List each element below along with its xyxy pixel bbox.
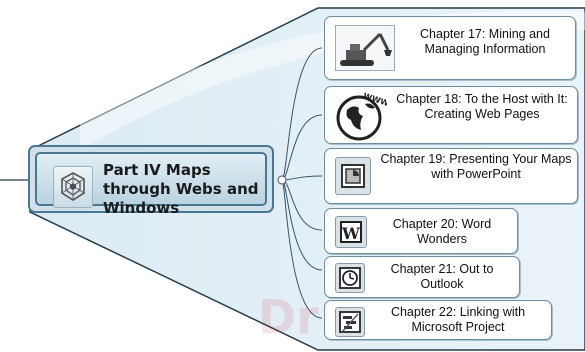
central-topic[interactable]: Part IV Maps through Webs and Windows <box>28 145 274 217</box>
branch-chapter-21-label: Chapter 21: Out to Outlook <box>390 262 494 291</box>
powerpoint-icon <box>335 157 371 195</box>
branch-chapter-22-label: Chapter 22: Linking with Microsoft Proje… <box>390 305 526 334</box>
branch-chapter-17-label: Chapter 17: Mining and Managing Informat… <box>420 27 550 56</box>
branch-chapter-17[interactable]: Chapter 17: Mining and Managing Informat… <box>324 16 576 80</box>
word-icon: W <box>335 216 367 248</box>
branch-chapter-18-label: Chapter 18: To the Host with It: Creatin… <box>396 92 568 121</box>
branch-chapter-21[interactable]: Chapter 21: Out to Outlook <box>324 256 520 298</box>
branch-chapter-22[interactable]: Chapter 22: Linking with Microsoft Proje… <box>324 300 552 340</box>
excavator-icon <box>335 25 395 71</box>
outlook-clock-icon <box>335 263 365 293</box>
central-topic-title: Part IV Maps through Webs and Windows <box>103 161 259 217</box>
web-hexagon-icon <box>53 166 93 208</box>
central-topic-inner: Part IV Maps through Webs and Windows <box>35 152 267 217</box>
branch-collapse-toggle[interactable] <box>277 175 287 185</box>
globe-www-icon: WWW <box>335 90 390 142</box>
svg-text:W: W <box>341 224 361 243</box>
watermark-text: Dr <box>258 290 319 344</box>
branch-chapter-20-label: Chapter 20: Word Wonders <box>392 217 492 246</box>
branch-chapter-18[interactable]: WWW Chapter 18: To the Host with It: Cre… <box>324 86 578 144</box>
branch-chapter-19[interactable]: Chapter 19: Presenting Your Maps with Po… <box>324 148 578 204</box>
branch-chapter-20[interactable]: W Chapter 20: Word Wonders <box>324 208 518 254</box>
branch-chapter-19-label: Chapter 19: Presenting Your Maps with Po… <box>380 152 572 181</box>
project-icon <box>335 307 365 337</box>
